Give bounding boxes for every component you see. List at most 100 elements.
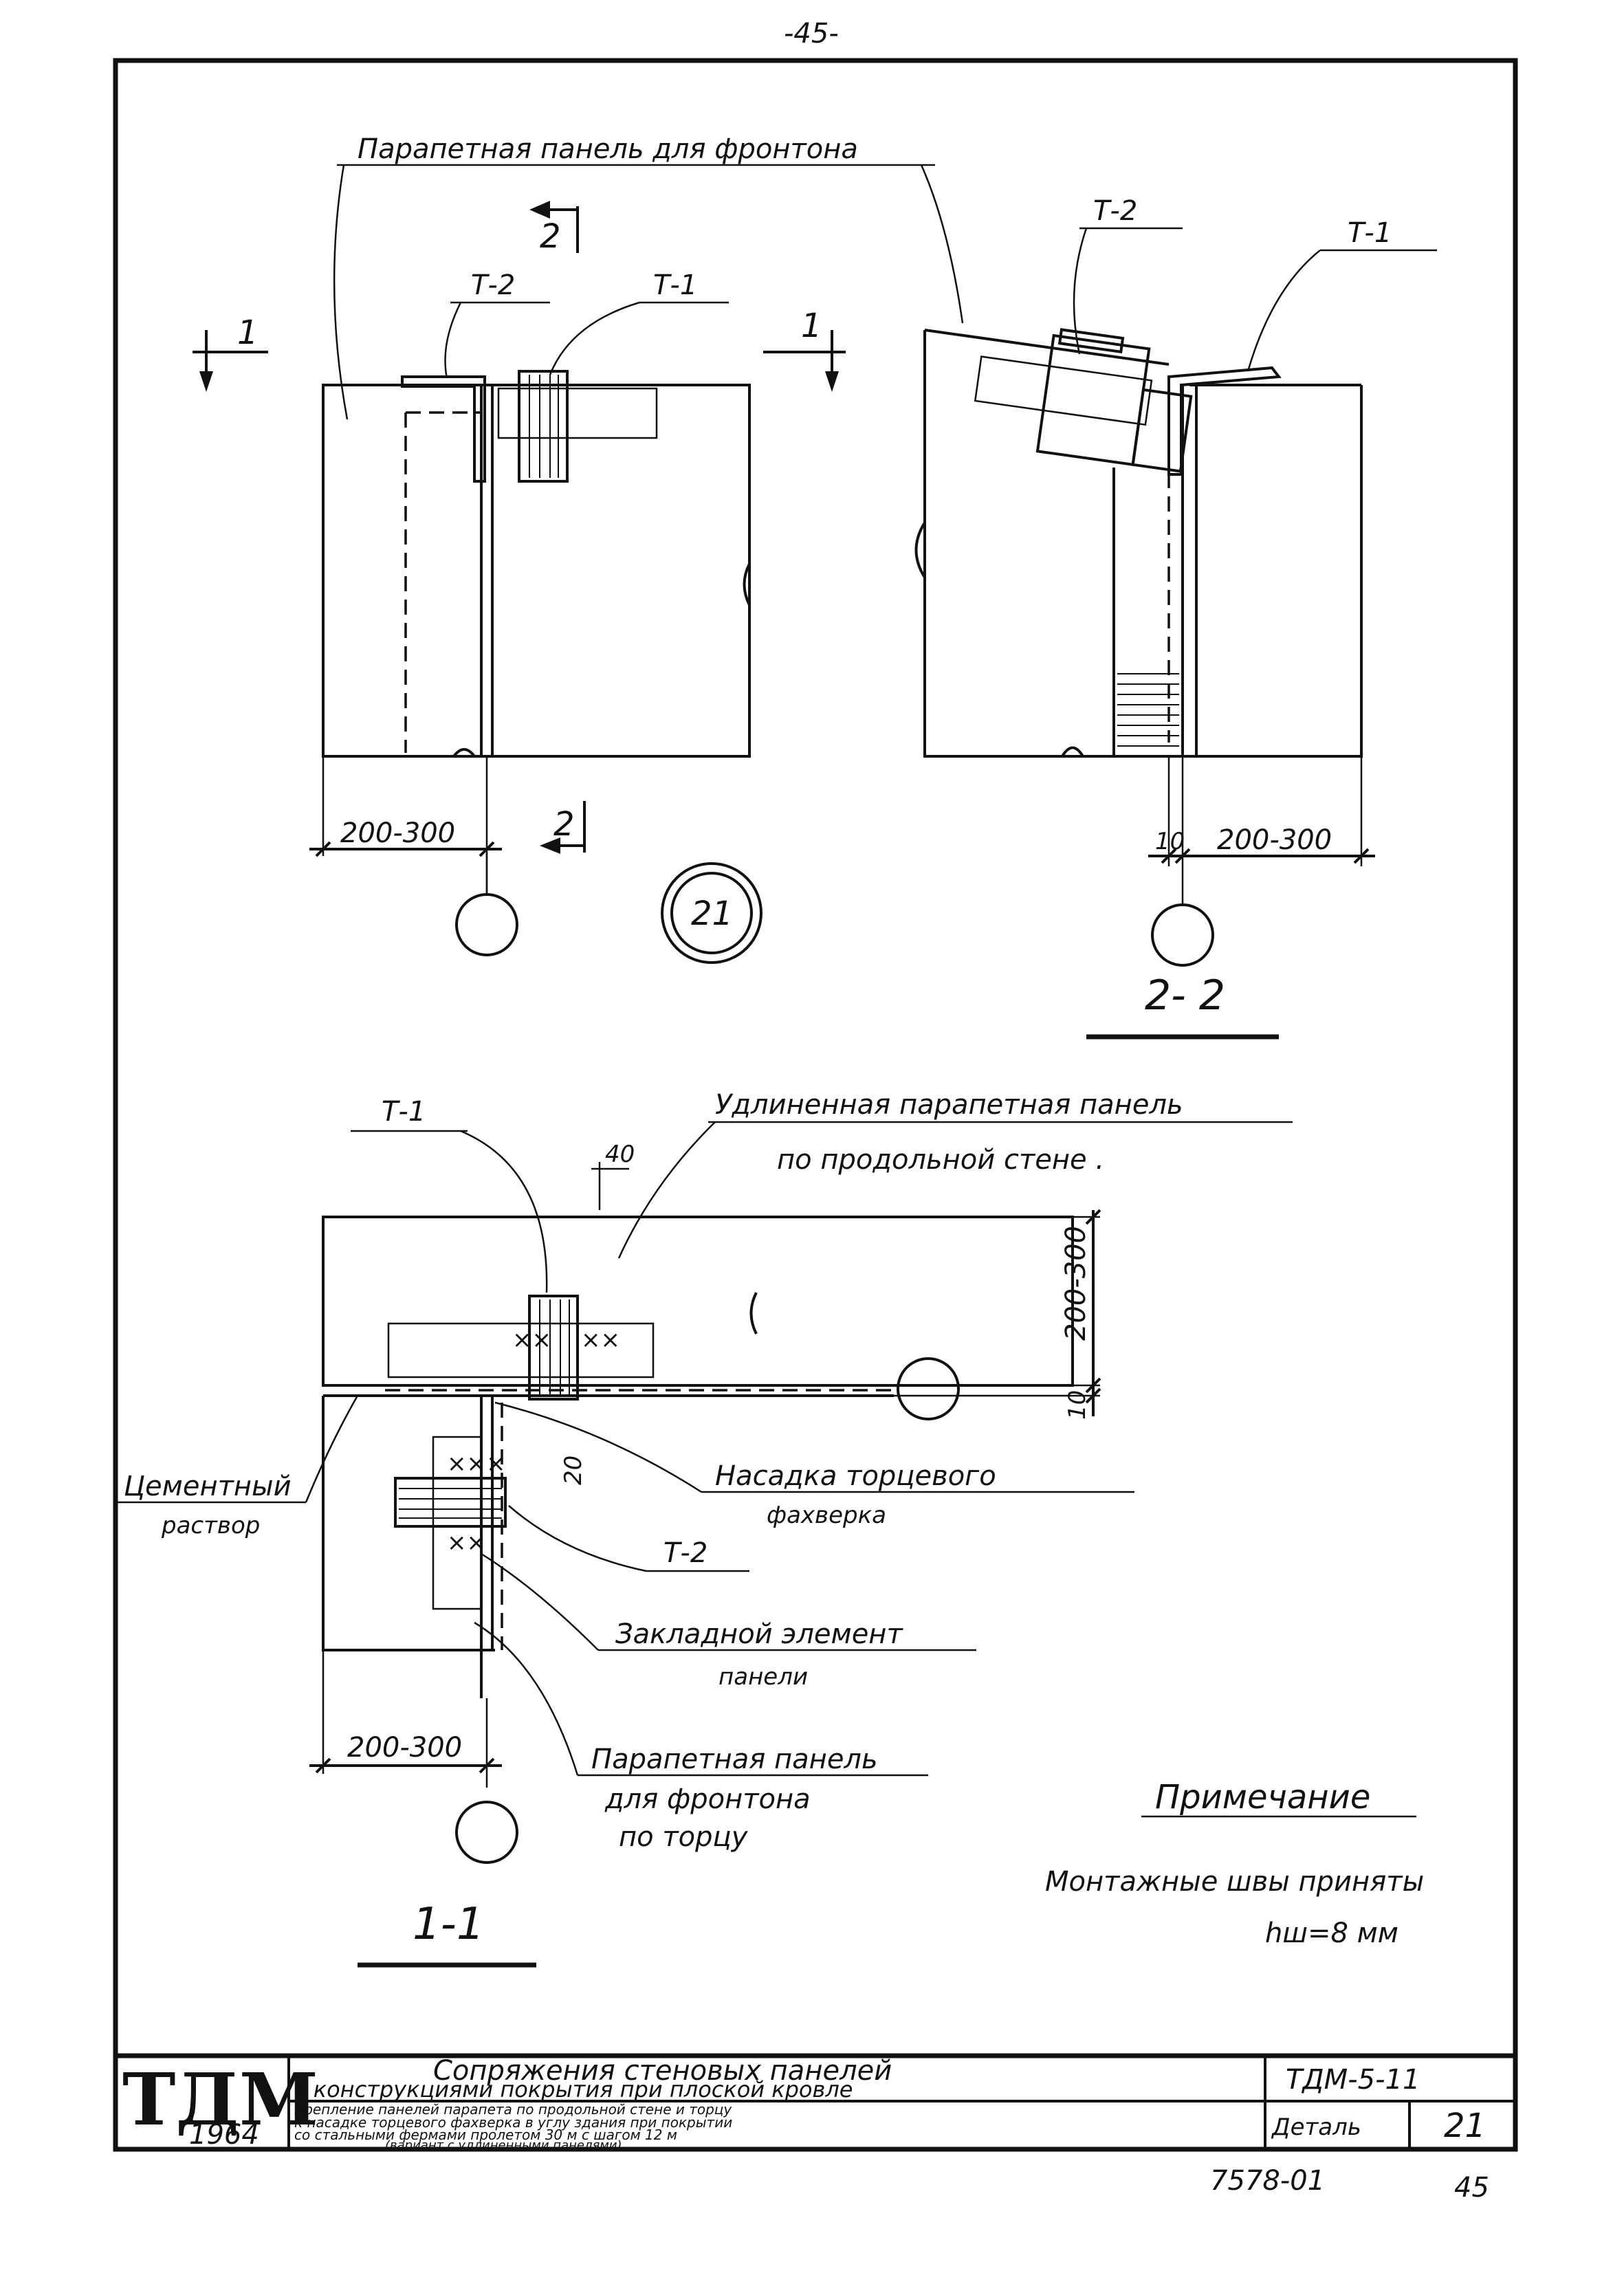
gable-parapet-panel [322,384,751,758]
desc-line4: (вариант с удлиненными панелями) [385,2138,622,2153]
t1-tube [528,1295,579,1401]
dim-200-300: 200-300 [340,817,455,849]
break-line [452,748,476,758]
year: 1964 [189,2119,259,2151]
detail-marker-outer [661,862,762,964]
label-parapet-gable: Парапетная панель для фронтона [358,133,858,165]
embedded-element [432,1436,483,1610]
gable-line1: Парапетная панель [591,1744,878,1775]
fachwerk-cap [387,1322,655,1379]
note-block: Примечание Монтажные швы приняты hш=8 мм [1045,1778,1424,1949]
desc-line1: Крепление панелей парапета по продольной… [294,2101,732,2118]
weld-mark: ×× [581,1326,620,1354]
cut-label-1: 1 [801,307,822,345]
gable-line3: по торцу [619,1821,749,1853]
gable-parapet-panel [322,1396,481,1651]
fachwerk-line1: Насадка торцевого [715,1460,996,1492]
weld-mark: ××× [447,1450,505,1478]
dim-10: 10 [1155,828,1185,855]
label-t2: Т-2 [1093,195,1137,227]
leader-line [481,1552,599,1651]
label-t1: Т-1 [382,1096,426,1128]
leader-line [444,302,462,379]
cut-arrow [825,371,839,392]
t2-angle [401,375,486,483]
leader-line [508,1505,647,1572]
label-t1: Т-1 [1348,217,1392,249]
label-t1: Т-1 [653,270,697,301]
dim-vertical-200-300: 200-300 [1060,1226,1092,1341]
dim-tick [1353,848,1370,864]
dim-200-300: 200-300 [347,1732,462,1764]
t1-angle [1167,366,1282,476]
break-line [749,1292,758,1335]
sheet-frame [113,58,1518,2152]
section-1-1: Т-1 40 Удлиненная парапетная панель по п… [117,1089,1293,1968]
leader-line [549,301,640,375]
leader-line [920,164,964,324]
logo-tdm: ТДМ [122,2057,318,2142]
t2-plate [394,1477,507,1528]
cement-line2: раствор [161,1512,260,1539]
embedded-line2: панели [718,1663,808,1691]
detail-marker-inner [670,872,753,954]
cement-line1: Цементный [124,1471,292,1502]
leader-line [494,1401,702,1493]
title-line1: Сопряжения стеновых панелей [433,2055,892,2087]
title-line2: с конструкциями покрытия при плоской кро… [294,2076,853,2102]
dim-tick [1085,1377,1101,1394]
label-t2: Т-2 [471,270,515,301]
leader-line [617,1121,716,1259]
sloped-top [924,329,1170,366]
dim-20: 20 [560,1456,587,1485]
section-title-2-2: 2- 2 [1145,971,1225,1020]
section-title-1-1: 1-1 [413,1899,485,1950]
note-formula: hш=8 мм [1265,1918,1398,1949]
break-line [1061,746,1084,758]
dim-tick [479,1757,495,1774]
axis-bubble [455,893,518,956]
page-top-number: -45- [784,18,839,50]
fachwerk-line2: фахверка [767,1502,886,1529]
parapet-panel-section [923,330,1363,758]
leader-line [460,1130,548,1293]
title-block: ТДМ 1964 Сопряжения стеновых панелей с к… [116,2053,1515,2153]
cut-arrow [540,837,560,854]
drawing-code: ТДМ-5-11 [1286,2064,1420,2096]
axis-bubble [897,1357,960,1420]
detail-label: Деталь [1271,2113,1361,2141]
t1-tube [518,370,569,483]
embedded-line1: Закладной элемент [615,1618,903,1650]
section-2-2: Т-2 Т-1 [914,195,1437,1040]
dim-tick [1161,848,1177,864]
section-top: Парапетная панель для фронтона 2 1 1 Т-2… [193,133,964,964]
cut-label-1: 1 [237,314,259,352]
detail-value: 21 [1444,2107,1486,2145]
leader-line [305,1395,359,1503]
note-text: Монтажные швы приняты [1045,1866,1424,1898]
dim-tick [1085,1387,1101,1404]
note-title: Примечание [1155,1778,1370,1816]
break-line [743,563,751,606]
fachwerk-cap [497,387,658,439]
desc-line2: к насадке торцевого фахверка в углу здан… [294,2114,732,2131]
cut-arrow [199,371,213,392]
axis-bubble [1151,903,1214,967]
cut-label-2: 2 [540,217,561,256]
weld-mark: ×× [512,1326,551,1354]
cut-arrow [529,201,550,219]
leader-line [333,164,349,420]
weld-mark: ×× [447,1529,486,1557]
dim-tick [479,841,495,857]
dim-200-300: 200-300 [1217,824,1332,856]
leader-line [474,1621,579,1776]
sheet-code: 7578-01 [1210,2165,1325,2197]
leader-line [1073,228,1088,355]
long-parapet-panel [322,1216,1074,1387]
dim-tick [315,841,331,857]
label-t2: Т-2 [663,1537,707,1569]
dim-tick [315,1757,331,1774]
t2-block [974,328,1193,473]
long-panel-line2: по продольной стене . [777,1144,1104,1176]
